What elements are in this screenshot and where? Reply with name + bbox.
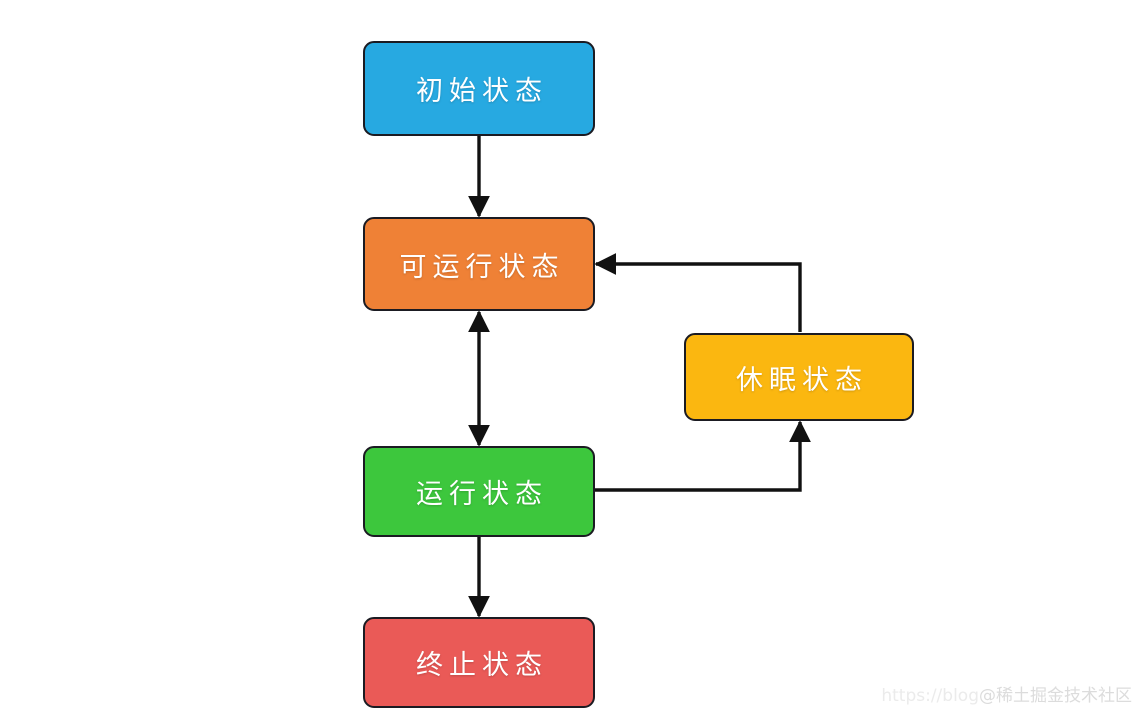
watermark-url: https://blog (881, 686, 979, 706)
node-runnable-state[interactable]: 可运行状态 (363, 217, 595, 311)
watermark-handle: @稀土掘金技术社区 (979, 686, 1132, 706)
node-initial-state[interactable]: 初始状态 (363, 41, 595, 136)
edge-sleeping-to-runnable (594, 253, 802, 332)
watermark: https://blog@稀土掘金技术社区 (881, 681, 1132, 706)
edge-running-to-sleeping (595, 420, 811, 492)
node-sleeping-state[interactable]: 休眠状态 (684, 333, 914, 421)
node-terminated-state[interactable]: 终止状态 (363, 617, 595, 708)
node-running-state[interactable]: 运行状态 (363, 446, 595, 537)
